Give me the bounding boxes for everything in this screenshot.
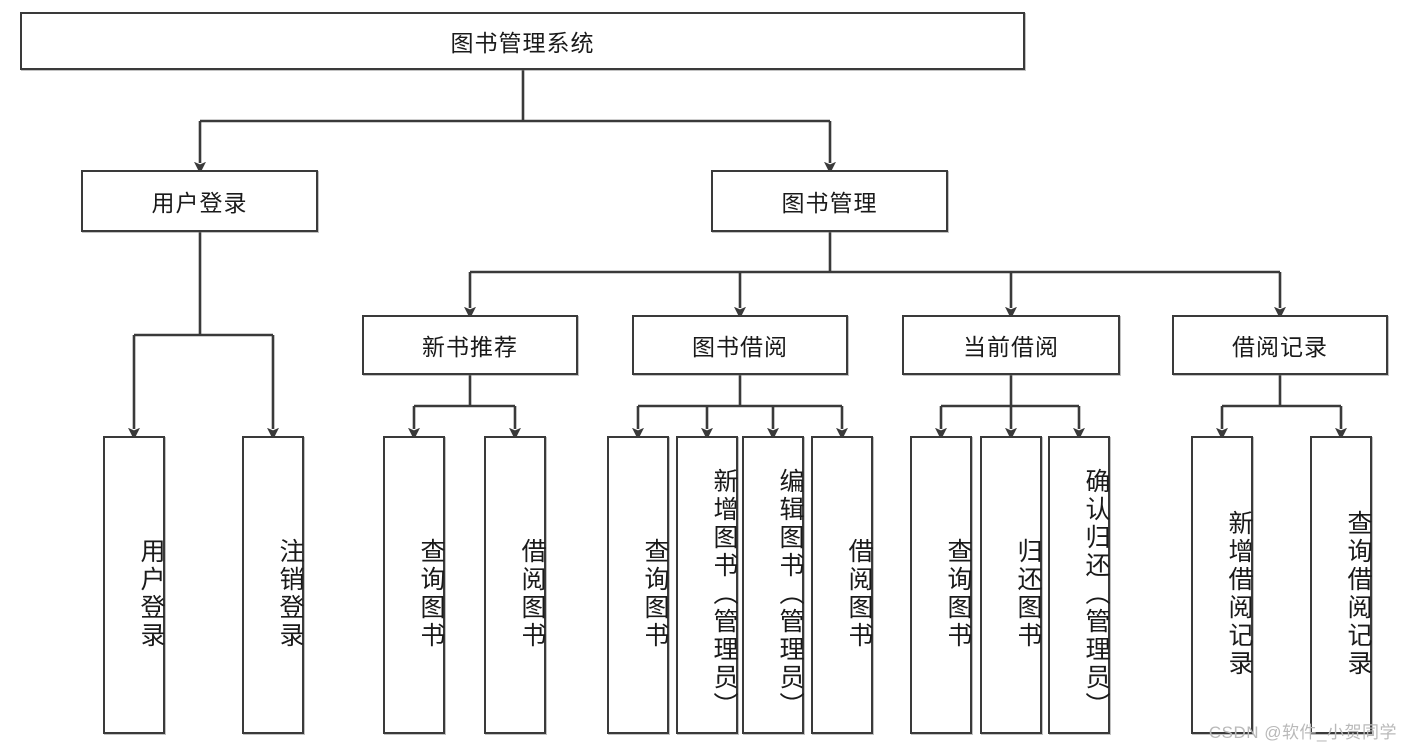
leaf-query-book-current[interactable]: 查询图书 xyxy=(910,436,972,734)
leaf-label: 新增图书（管理员） xyxy=(710,468,738,720)
leaf-logout[interactable]: 注销登录 xyxy=(242,436,304,734)
leaf-label: 用户登录 xyxy=(137,538,165,650)
node-root-system[interactable]: 图书管理系统 xyxy=(20,12,1025,70)
leaf-add-book-admin[interactable]: 新增图书（管理员） xyxy=(676,436,738,734)
leaf-label: 查询图书 xyxy=(641,538,669,650)
leaf-label: 新增借阅记录 xyxy=(1225,510,1253,678)
leaf-confirm-return-admin[interactable]: 确认归还（管理员） xyxy=(1048,436,1110,734)
leaf-borrow-book-recommend[interactable]: 借阅图书 xyxy=(484,436,546,734)
leaf-label: 注销登录 xyxy=(276,538,304,650)
leaf-add-borrow-record[interactable]: 新增借阅记录 xyxy=(1191,436,1253,734)
node-book-management[interactable]: 图书管理 xyxy=(711,170,948,232)
leaf-edit-book-admin[interactable]: 编辑图书（管理员） xyxy=(742,436,804,734)
node-user-login[interactable]: 用户登录 xyxy=(81,170,318,232)
leaf-label: 归还图书 xyxy=(1014,538,1042,650)
node-borrow-record[interactable]: 借阅记录 xyxy=(1172,315,1388,375)
leaf-label: 查询借阅记录 xyxy=(1344,510,1372,678)
leaf-label: 借阅图书 xyxy=(845,538,873,650)
leaf-query-book-recommend[interactable]: 查询图书 xyxy=(383,436,445,734)
leaf-query-book-borrow[interactable]: 查询图书 xyxy=(607,436,669,734)
node-current-borrow[interactable]: 当前借阅 xyxy=(902,315,1120,375)
node-book-borrow[interactable]: 图书借阅 xyxy=(632,315,848,375)
leaf-return-book[interactable]: 归还图书 xyxy=(980,436,1042,734)
leaf-label: 编辑图书（管理员） xyxy=(776,468,804,720)
leaf-borrow-book[interactable]: 借阅图书 xyxy=(811,436,873,734)
node-new-book-recommend[interactable]: 新书推荐 xyxy=(362,315,578,375)
leaf-label: 借阅图书 xyxy=(518,538,546,650)
leaf-user-login[interactable]: 用户登录 xyxy=(103,436,165,734)
leaf-label: 查询图书 xyxy=(944,538,972,650)
leaf-query-borrow-record[interactable]: 查询借阅记录 xyxy=(1310,436,1372,734)
leaf-label: 查询图书 xyxy=(417,538,445,650)
leaf-label: 确认归还（管理员） xyxy=(1082,468,1110,720)
